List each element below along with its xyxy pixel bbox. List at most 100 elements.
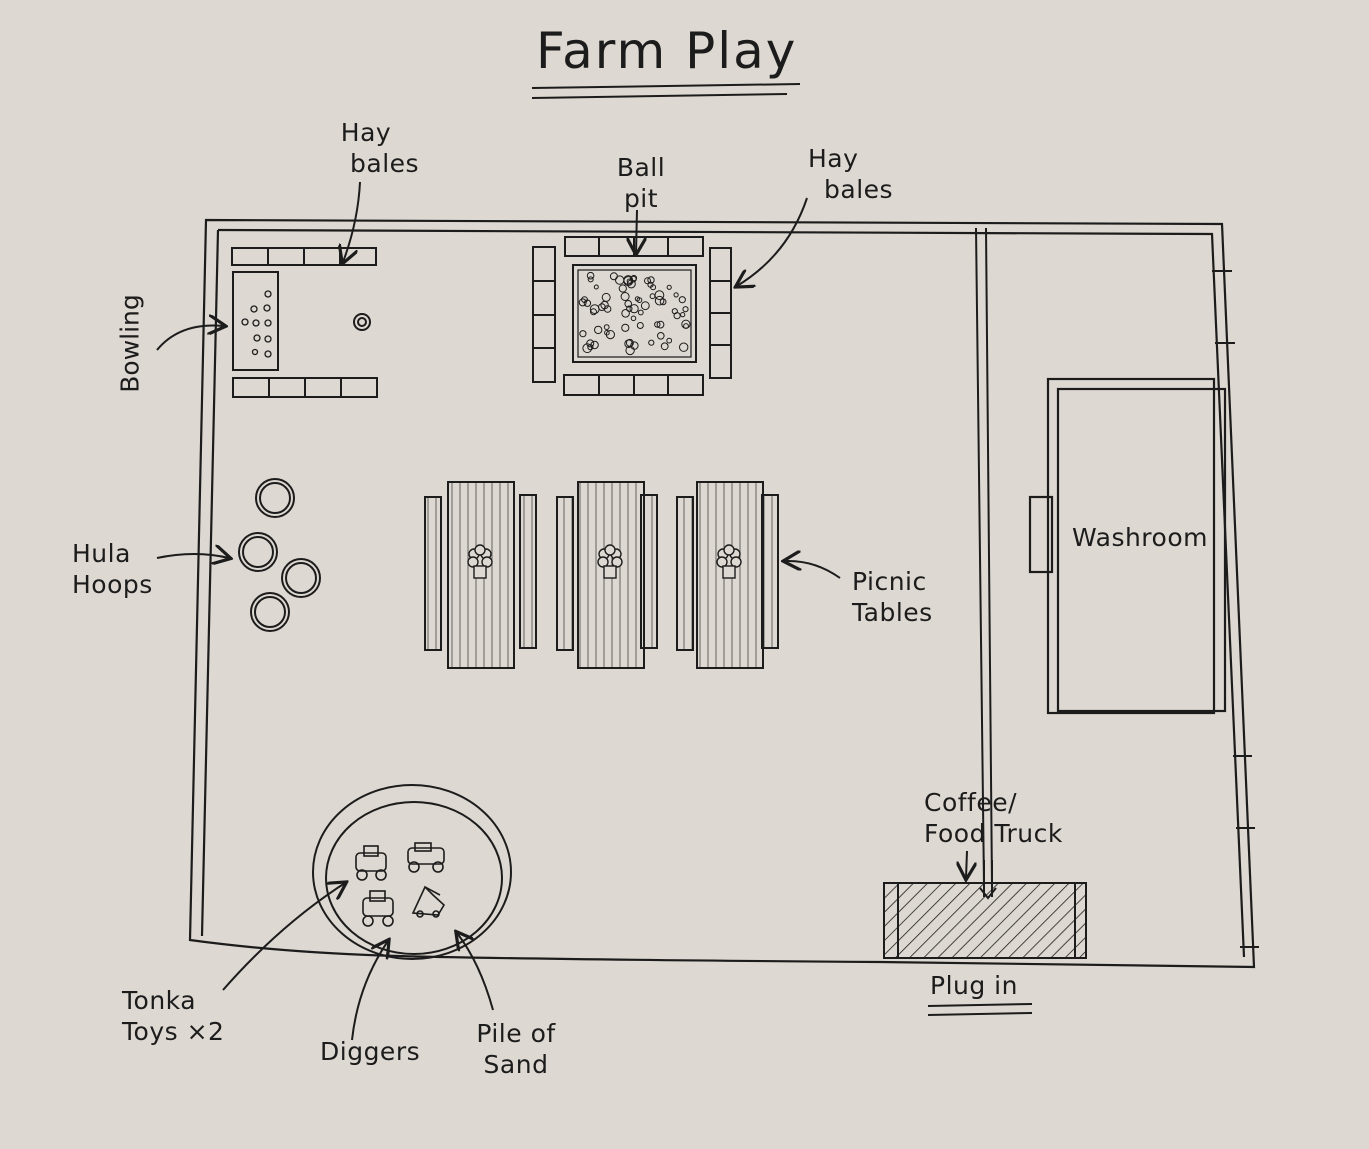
ball [609, 272, 618, 281]
ball [679, 342, 689, 352]
bowling-pins [241, 290, 272, 358]
ball [630, 315, 637, 322]
ball [621, 323, 630, 332]
picnic-table [424, 481, 537, 669]
title-underline [531, 83, 801, 99]
hula-hoops [238, 478, 321, 632]
tonka-toy-2 [407, 842, 445, 873]
ball [590, 340, 599, 350]
ball [647, 276, 655, 284]
ball [624, 339, 633, 349]
ball [637, 309, 644, 316]
ball [598, 303, 606, 312]
ball [604, 329, 610, 336]
picnic-table [556, 481, 658, 669]
label-coffee-food-truck: Coffee/Food Truck [924, 788, 1063, 848]
picnic-bench [519, 494, 537, 649]
ball [601, 292, 611, 302]
picnic-table-top [696, 481, 764, 669]
ball [666, 284, 672, 290]
annotation-arrows [156, 181, 967, 1041]
ball [649, 293, 656, 300]
ball [590, 308, 597, 316]
ball [618, 284, 627, 293]
sand-pit [312, 784, 512, 960]
ball [636, 322, 644, 329]
ball [623, 275, 634, 285]
flower-pot-icon [597, 544, 623, 579]
washroom [1028, 377, 1227, 715]
page-title: Farm Play [536, 22, 798, 80]
ball [680, 312, 686, 318]
ball [654, 321, 661, 328]
ball [654, 295, 665, 306]
ball [682, 306, 689, 313]
ball [624, 300, 633, 308]
ball-pit-area [532, 236, 732, 396]
picnic-bench [761, 494, 779, 649]
plug-in-underline [927, 1003, 1033, 1016]
ball [644, 277, 651, 285]
ball [634, 296, 641, 302]
tonka-toy-1 [355, 845, 387, 881]
ball-pit-balls [578, 271, 691, 356]
bowling-ball [353, 313, 371, 331]
ball [579, 330, 587, 338]
bowling-area [231, 247, 378, 398]
digger-toy-2 [411, 885, 446, 918]
label-plug-in: Plug in [930, 971, 1018, 1000]
picnic-table [676, 481, 779, 669]
ball [673, 292, 679, 298]
ball [586, 271, 595, 280]
ball [640, 301, 650, 311]
ball [657, 332, 665, 340]
ball [587, 276, 594, 283]
washroom-door [1028, 495, 1054, 574]
ball [629, 275, 637, 283]
ball [625, 345, 635, 356]
ball [578, 298, 587, 307]
label-washroom: Washroom [1072, 523, 1208, 552]
ball [666, 337, 673, 344]
outer-wall [188, 218, 1256, 969]
ball [587, 344, 594, 351]
ball [683, 323, 689, 329]
partition-wall [975, 227, 993, 887]
ball [593, 284, 599, 290]
ball [681, 319, 691, 329]
ball [615, 275, 625, 285]
ball [660, 342, 669, 351]
picnic-bench [424, 496, 442, 651]
plug-in-cord [979, 860, 997, 900]
wall-ticks [1212, 270, 1259, 948]
label-bowling: Bowling [115, 294, 145, 393]
ball [620, 292, 630, 301]
ball [621, 309, 630, 318]
ball [630, 274, 638, 282]
picnic-tables [424, 481, 779, 669]
ball [673, 312, 681, 320]
ball [582, 343, 593, 354]
digger-toy-1 [362, 890, 394, 927]
bowling-lane [232, 271, 279, 371]
ball [583, 299, 592, 307]
ball [648, 339, 655, 346]
flower-pot-icon [467, 544, 493, 579]
ball-pit [572, 264, 697, 363]
picnic-bench [556, 496, 574, 651]
ball [678, 296, 686, 304]
ball [656, 320, 665, 329]
ball [594, 325, 603, 335]
picnic-bench [676, 496, 694, 651]
ball [650, 284, 657, 291]
ball [629, 304, 639, 314]
